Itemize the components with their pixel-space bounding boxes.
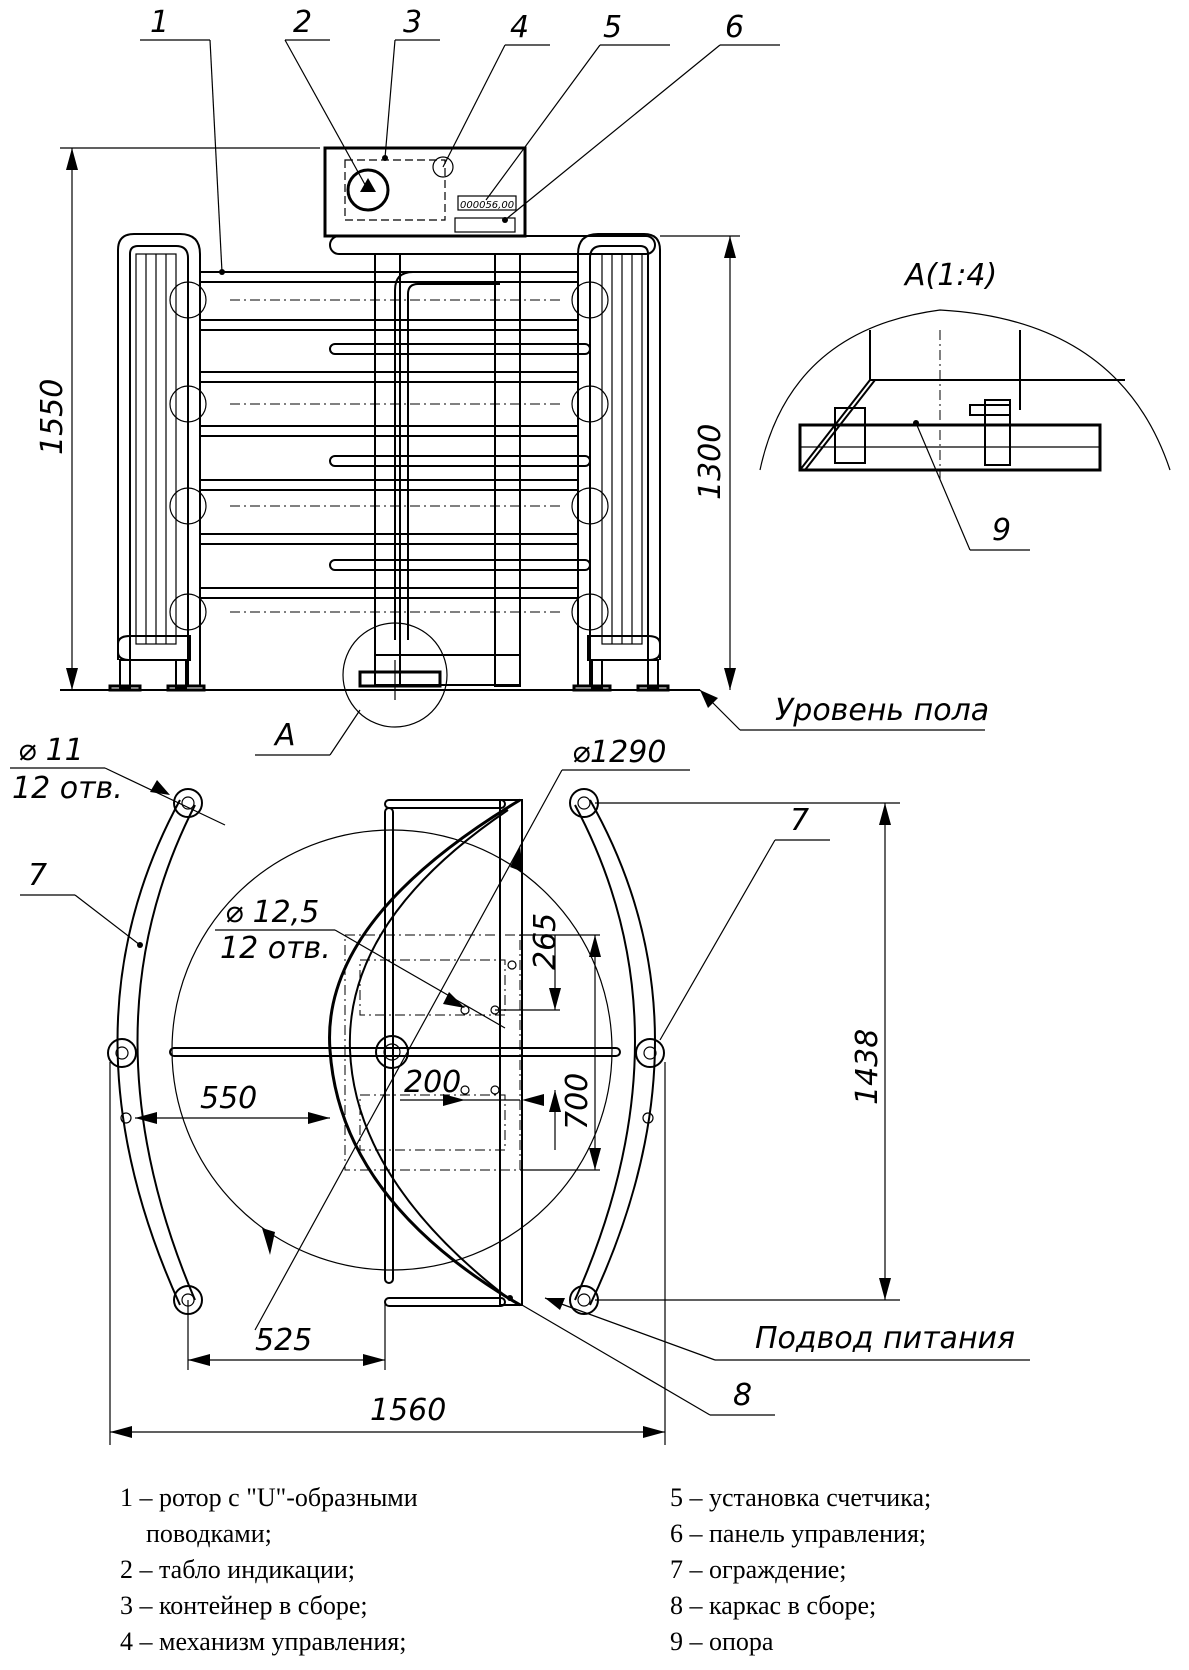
detail-a-mark: A [273, 718, 296, 753]
dim-depth-total: 1438 [850, 1029, 885, 1105]
hole-125-count: 12 отв. [220, 931, 331, 966]
legend-item: 6 – панель управления; [670, 1519, 927, 1548]
left-guard [117, 233, 201, 686]
dim-diameter-rotor: ⌀1290 [572, 735, 666, 770]
dim-525: 525 [255, 1323, 312, 1358]
control-container [323, 146, 527, 238]
callout-9: 9 [992, 513, 1011, 548]
callout-6: 6 [725, 10, 744, 45]
callout-3: 3 [403, 5, 422, 40]
dim-height-rotor: 1300 [693, 424, 728, 500]
dim-height-total: 1550 [35, 379, 70, 455]
detail-a-circle [342, 622, 448, 728]
legend-item: 4 – механизм управления; [120, 1627, 407, 1656]
counter-display [457, 195, 517, 211]
callout-1: 1 [150, 5, 169, 40]
legend-item: 5 – установка счетчика; [670, 1483, 932, 1512]
u-shaped-arm [394, 271, 500, 640]
detail-a-view: A(1:4) 9 [759, 258, 1171, 551]
top-plate [329, 235, 656, 255]
right-guard [577, 233, 661, 686]
dim-200: 200 [404, 1065, 461, 1100]
legend-item: 7 – ограждение; [670, 1555, 847, 1584]
callout-2: 2 [293, 5, 312, 40]
callout-4: 4 [510, 10, 529, 45]
top-view: 1560 525 550 1438 700 265 200 [10, 733, 1030, 1445]
power-supply-label: Подвод питания [755, 1321, 1015, 1356]
detail-view-title: A(1:4) [903, 258, 997, 293]
right-fence [574, 804, 636, 1301]
legend-item: 8 – каркас в сборе; [670, 1591, 877, 1620]
floor-level-label: Уровень пола [775, 693, 989, 728]
hole-125-label: ⌀ 12,5 [225, 895, 319, 930]
legend-item: 1 – ротор с "U"-образными [120, 1483, 418, 1512]
callout-7-left: 7 [28, 858, 47, 893]
hole-11-count: 12 отв. [12, 771, 123, 806]
callout-7-right: 7 [790, 803, 809, 838]
legend-right: 5 – установка счетчика; 6 – панель управ… [670, 1480, 931, 1660]
counter-display-value: 000056,00 [460, 200, 514, 211]
legend-item: 2 – табло индикации; [120, 1555, 355, 1584]
callout-5: 5 [603, 10, 622, 45]
callout-8: 8 [733, 1378, 752, 1413]
dim-550: 550 [200, 1081, 257, 1116]
frame-arc [328, 798, 521, 1307]
dim-265: 265 [528, 913, 563, 970]
legend-item: 3 – контейнер в сборе; [120, 1591, 368, 1620]
legend-item: 9 – опора [670, 1627, 774, 1656]
left-fence [136, 804, 196, 1301]
indicator-display-icon [346, 168, 390, 212]
hole-11-label: ⌀ 11 [18, 733, 84, 768]
dim-width-total: 1560 [370, 1393, 446, 1428]
rotor-arm [169, 1047, 621, 1057]
front-view: 000056,00 [35, 5, 989, 756]
legend-item: поводками; [120, 1519, 272, 1548]
front-callouts: 1 2 3 4 5 6 [140, 5, 780, 275]
dim-700: 700 [560, 1073, 595, 1130]
legend-left: 1 – ротор с "U"-образными поводками; 2 –… [120, 1480, 418, 1660]
rotor-bars [169, 271, 609, 631]
